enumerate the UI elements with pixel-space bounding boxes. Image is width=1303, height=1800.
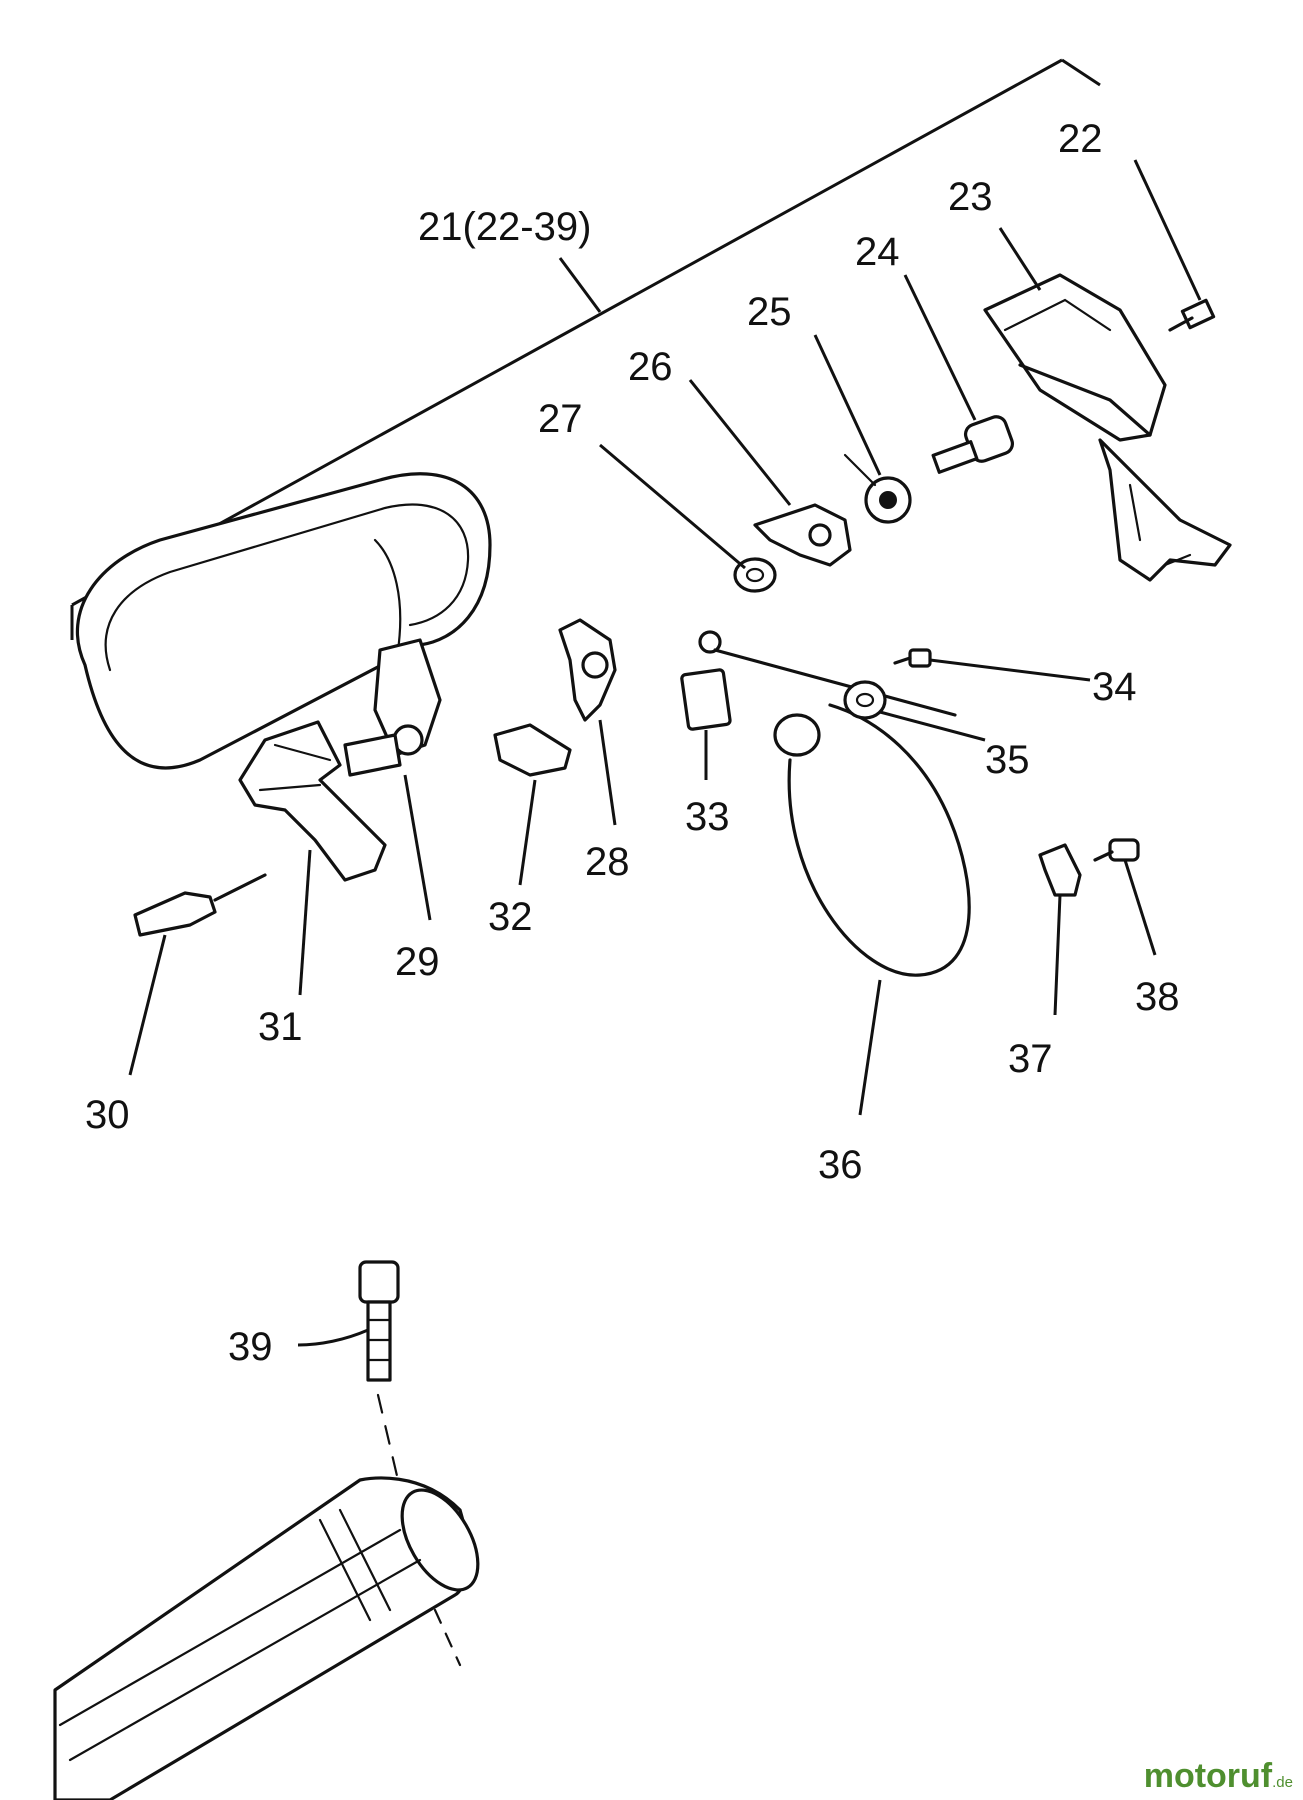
label-part-22: 22 [1058, 117, 1103, 161]
lever-part-26 [753, 503, 852, 567]
label-part-25: 25 [747, 290, 792, 334]
label-part-32: 32 [488, 895, 533, 939]
label-part-31: 31 [258, 1005, 303, 1049]
trigger-part-28 [558, 618, 617, 722]
assembly-bracket [70, 58, 1101, 640]
handle-body-part [75, 472, 492, 770]
label-part-34: 34 [1092, 665, 1137, 709]
label-part-39: 39 [228, 1325, 273, 1369]
label-part-33: 33 [685, 795, 730, 839]
clip-part-37 [1038, 843, 1082, 897]
label-part-28: 28 [585, 840, 630, 884]
pad-part-32 [493, 723, 572, 777]
part-labels: 21(22-39) 22 23 24 25 26 27 28 29 30 31 … [85, 117, 1180, 1369]
label-part-36: 36 [818, 1143, 863, 1187]
label-assembly-21: 21(22-39) [418, 205, 591, 249]
label-part-29: 29 [395, 940, 440, 984]
spring-part-25 [843, 453, 912, 524]
label-part-37: 37 [1008, 1037, 1053, 1081]
bolt-part-24 [931, 415, 1015, 474]
watermark-logo: motoruf.de [1144, 1757, 1293, 1796]
label-part-24: 24 [855, 230, 900, 274]
lever-part-31 [238, 720, 387, 882]
label-part-27: 27 [538, 397, 583, 441]
screw-part-39 [358, 1260, 400, 1482]
pin-part-29 [343, 733, 402, 777]
shaft-part [53, 1476, 480, 1800]
washer-part-35 [843, 680, 887, 720]
label-part-35: 35 [985, 738, 1030, 782]
watermark-tld: .de [1272, 1774, 1293, 1791]
label-part-30: 30 [85, 1093, 130, 1137]
screw-part-38 [1093, 838, 1140, 862]
label-part-23: 23 [948, 175, 993, 219]
screw-part-22 [1168, 298, 1216, 332]
screw-part-34 [893, 648, 932, 668]
leader-lines [128, 159, 1202, 1347]
cover-part-23 [983, 273, 1232, 582]
label-part-38: 38 [1135, 975, 1180, 1019]
watermark-brand: motoruf [1143, 1757, 1273, 1795]
label-part-26: 26 [628, 345, 673, 389]
cable-part-36 [698, 630, 971, 977]
pin-part-30 [133, 873, 267, 937]
block-part-33 [680, 668, 732, 731]
